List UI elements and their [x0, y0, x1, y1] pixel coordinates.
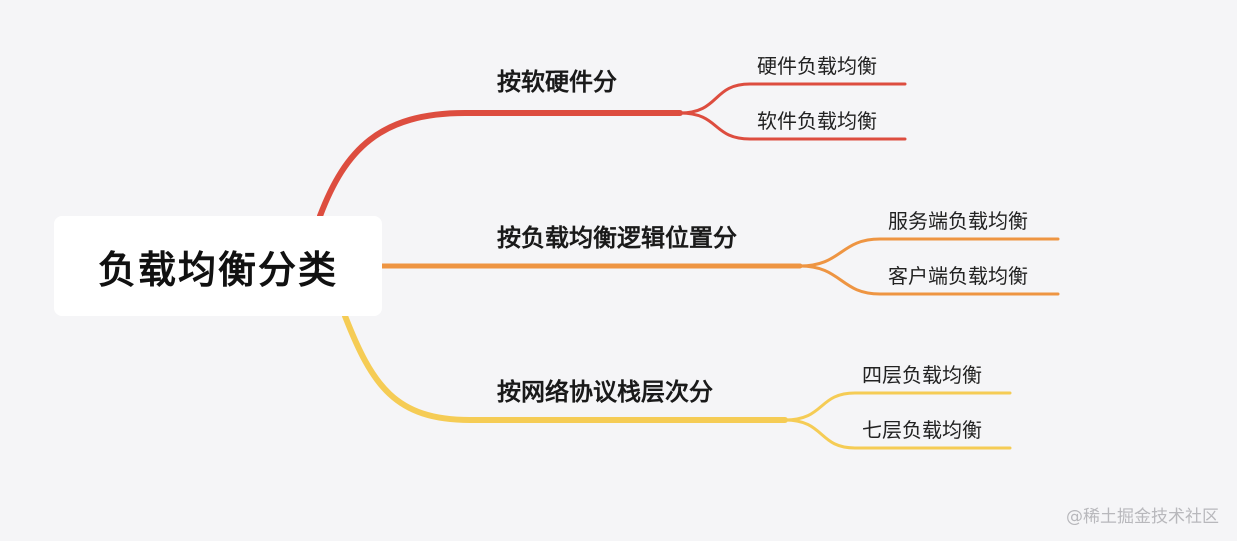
root-node[interactable]: 负载均衡分类: [54, 216, 382, 316]
branch-to-leaf-client-side-connector: [798, 264, 1060, 296]
branch-to-leaf-hardware-connector: [678, 82, 907, 115]
watermark: @稀土掘金技术社区: [1066, 507, 1219, 527]
root-to-branch-hardware-software-connector: [317, 110, 683, 219]
branch-to-leaf-layer4-connector: [783, 391, 1012, 422]
leaf-hardware-load-balancing[interactable]: 硬件负载均衡: [757, 54, 877, 78]
leaf-software-load-balancing[interactable]: 软件负载均衡: [757, 109, 877, 133]
leaf-server-side-load-balancing[interactable]: 服务端负载均衡: [888, 209, 1028, 233]
branch-logical-position[interactable]: 按负载均衡逻辑位置分: [497, 224, 737, 252]
leaf-layer7-load-balancing[interactable]: 七层负载均衡: [862, 418, 982, 442]
root-to-branch-protocol-stack-connector: [342, 313, 788, 423]
branch-protocol-stack[interactable]: 按网络协议栈层次分: [497, 378, 713, 406]
leaf-layer4-load-balancing[interactable]: 四层负载均衡: [862, 363, 982, 387]
branch-to-leaf-layer7-connector: [783, 418, 1012, 450]
leaf-client-side-load-balancing[interactable]: 客户端负载均衡: [888, 264, 1028, 288]
branch-to-leaf-server-side-connector: [798, 237, 1060, 268]
branch-to-leaf-software-connector: [678, 111, 907, 141]
branch-hardware-software[interactable]: 按软硬件分: [497, 68, 617, 96]
